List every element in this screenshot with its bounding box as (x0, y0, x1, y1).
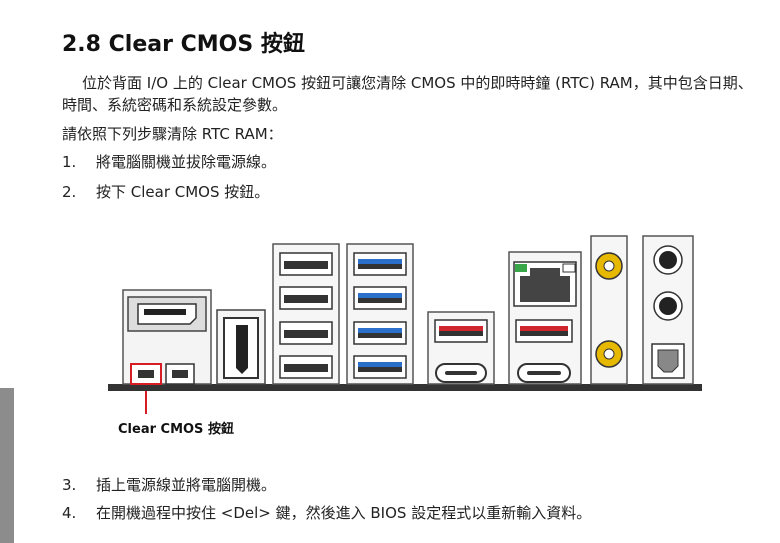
antenna-connectors (590, 235, 628, 385)
lan-usb-block (508, 251, 582, 385)
step-number: 3. (62, 476, 77, 494)
step-number: 4. (62, 504, 77, 522)
section-heading: 2.8 Clear CMOS 按鈕 (62, 32, 305, 57)
step-number: 1. (62, 153, 77, 171)
step-text: 按下 Clear CMOS 按鈕。 (96, 183, 270, 201)
intro-paragraph: 位於背面 I/O 上的 Clear CMOS 按鈕可讓您清除 CMOS 中的即時… (62, 72, 762, 116)
usb-stack-1 (272, 243, 340, 385)
clear-cmos-callout-label: Clear CMOS 按鈕 (118, 422, 234, 437)
displayport-port (122, 289, 212, 385)
io-shield-bar (108, 384, 702, 391)
usb-stack-2 (346, 243, 414, 385)
side-chapter-tab (0, 388, 14, 543)
step-text: 在開機過程中按住 <Del> 鍵，然後進入 BIOS 設定程式以重新輸入資料。 (96, 504, 592, 522)
step-item: 1. 將電腦關機並拔除電源線。 (62, 151, 276, 173)
audio-jacks (642, 235, 694, 385)
step-item: 4. 在開機過程中按住 <Del> 鍵，然後進入 BIOS 設定程式以重新輸入資料… (62, 502, 591, 524)
step-text: 插上電源線並將電腦開機。 (96, 476, 277, 494)
step-item: 3. 插上電源線並將電腦開機。 (62, 474, 276, 496)
step-item: 2. 按下 Clear CMOS 按鈕。 (62, 181, 269, 203)
step-text: 將電腦關機並拔除電源線。 (96, 153, 277, 171)
steps-intro: 請依照下列步驟清除 RTC RAM： (62, 125, 283, 143)
step-number: 2. (62, 183, 77, 201)
usb-typec-block-1 (427, 311, 495, 385)
hdmi-port (216, 309, 266, 385)
intro-text: 位於背面 I/O 上的 Clear CMOS 按鈕可讓您清除 CMOS 中的即時… (62, 74, 753, 114)
bios-flashback-button (165, 363, 195, 385)
clear-cmos-button-graphic (130, 363, 162, 385)
